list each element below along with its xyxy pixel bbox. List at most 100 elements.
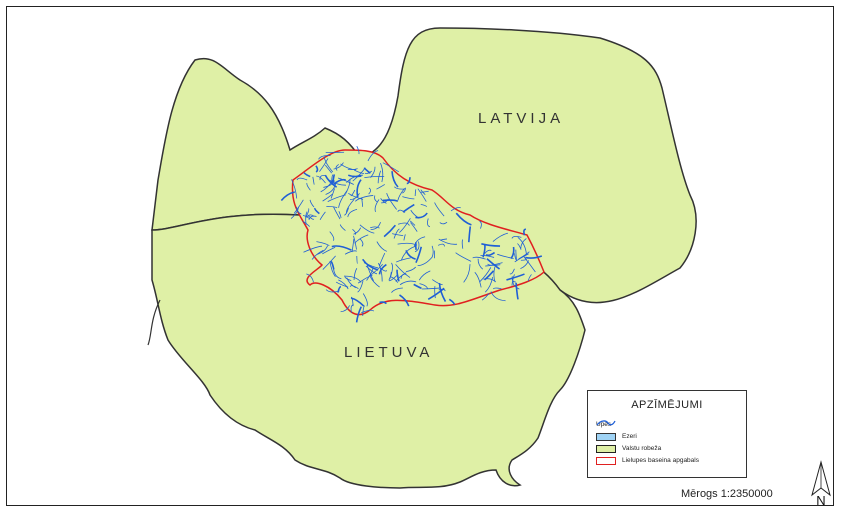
river-segment [378, 252, 386, 266]
river-segment [377, 170, 381, 184]
river-segment [415, 246, 423, 264]
river-segment [448, 298, 456, 305]
river-segment [391, 287, 403, 293]
river-segment [402, 187, 406, 194]
river-segment [474, 271, 482, 288]
map-frame [6, 6, 834, 506]
river-segment [388, 275, 398, 282]
river-segment [348, 192, 364, 200]
river-segment [415, 212, 428, 219]
river-segment [439, 221, 448, 225]
river-segment [323, 156, 334, 173]
river-segment [319, 174, 326, 181]
river-segment [340, 305, 351, 313]
river-segment [417, 188, 427, 202]
river-segment [395, 257, 411, 263]
river-segment [472, 256, 486, 260]
river-segment [396, 269, 400, 282]
river-segment [353, 268, 358, 280]
legend-title: APZĪMĒJUMI [631, 399, 703, 411]
legend-item-basin: Lielupes baseina apgabals [596, 455, 699, 466]
river-segment [356, 145, 360, 155]
river-segment [362, 293, 368, 307]
river-segment [434, 286, 436, 299]
border-fill-icon [596, 444, 616, 453]
river-segment [293, 199, 304, 214]
river-segment [520, 260, 529, 270]
river-segment [438, 238, 458, 245]
legend-label-rivers: Upes [596, 421, 612, 428]
river-segment [319, 211, 326, 221]
river-segment [506, 273, 525, 281]
river-segment [296, 177, 308, 181]
river-segment [366, 267, 374, 281]
river-segment [431, 245, 434, 258]
river-segment [357, 274, 373, 284]
river-segment [484, 249, 492, 254]
river-segment [393, 228, 400, 239]
river-segment [406, 177, 411, 185]
river-segment [511, 276, 516, 283]
river-segment [455, 252, 472, 262]
river-segment [492, 232, 508, 242]
north-arrow: N [808, 459, 834, 509]
river-segment [312, 176, 315, 185]
legend-item-rivers: Upes [596, 419, 616, 430]
river-segment [309, 199, 315, 208]
river-segment [335, 164, 339, 171]
river-segment [380, 162, 384, 183]
river-segment [463, 264, 471, 283]
river-segment [306, 273, 314, 283]
river-segment [352, 229, 357, 235]
river-segment [455, 212, 472, 226]
river-segment [492, 287, 502, 290]
river-segment [397, 188, 405, 201]
river-segment [302, 221, 310, 227]
river-segment [314, 207, 320, 215]
river-segment [399, 280, 417, 286]
river-segment [405, 250, 416, 260]
river-segment [388, 272, 392, 281]
river-segment [410, 220, 416, 226]
river-segment [380, 198, 387, 204]
river-segment [382, 162, 399, 173]
river-segment [308, 215, 315, 220]
river-segment [420, 204, 427, 208]
river-segment [339, 224, 346, 231]
river-segment [399, 294, 410, 307]
river-segment [338, 211, 342, 218]
basin-outline-icon [596, 456, 616, 465]
river-segment [350, 189, 356, 197]
river-segment [479, 220, 482, 229]
legend-item-lakes: Ezeri [596, 431, 637, 442]
river-segment [512, 281, 520, 290]
river-segment [350, 297, 365, 307]
river-segment [322, 193, 333, 202]
river-segment [320, 178, 334, 193]
river-segment [479, 267, 492, 283]
river-segment [291, 179, 298, 199]
river-segment [517, 237, 527, 255]
river-segment [493, 266, 496, 283]
river-segment [390, 276, 399, 283]
river-segment [365, 265, 378, 275]
river-segment [484, 270, 495, 281]
river-segment [340, 163, 357, 171]
river-segment [305, 211, 308, 225]
river-segment [432, 279, 443, 286]
river-segment [322, 255, 336, 270]
river-segment [352, 167, 366, 182]
river-segment [344, 275, 352, 282]
north-label: N [816, 493, 826, 508]
river-segment [477, 258, 484, 270]
river-segment [296, 206, 302, 215]
scale-text: Mērogs 1:2350000 [681, 488, 773, 500]
river-segment [419, 283, 428, 289]
river-segment [497, 253, 514, 259]
river-segment [306, 182, 311, 191]
river-segment [338, 279, 349, 290]
river-segment [364, 175, 385, 179]
legend-label-border: Valstu robeža [622, 445, 662, 452]
river-segment [369, 276, 380, 288]
